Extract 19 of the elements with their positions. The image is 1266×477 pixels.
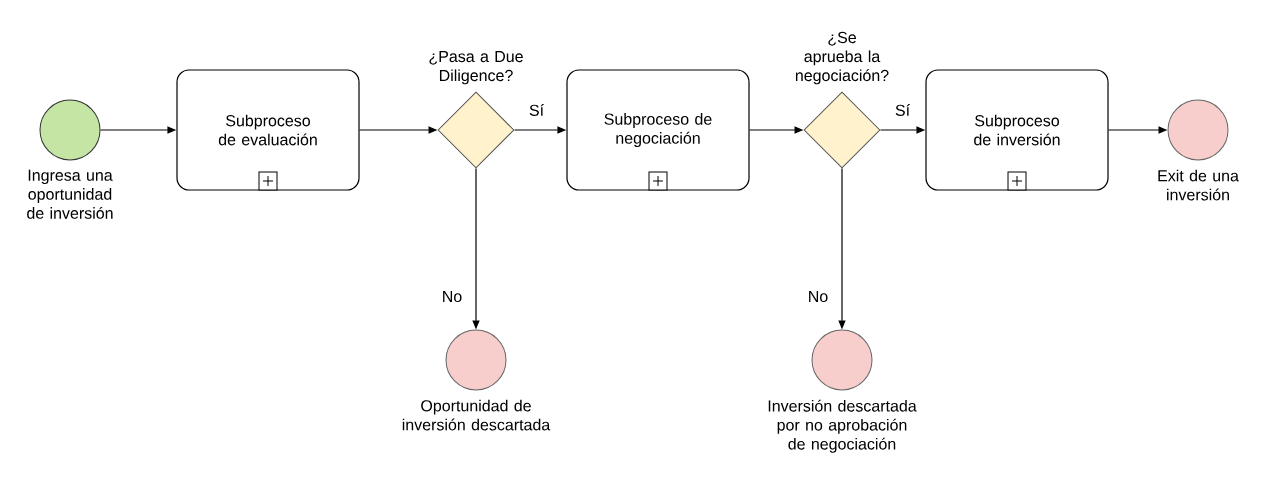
subprocess-box: Subproceso de inversión	[925, 69, 1109, 191]
decision-diamond	[803, 91, 881, 169]
node-caption: Inversión descartada por no aprobación de negociación	[768, 399, 917, 453]
end-event-circle	[1167, 99, 1229, 161]
end-event-circle	[445, 329, 507, 391]
node-caption: ¿Pasa a Due Diligence?	[429, 50, 523, 85]
subprocess-box: Subproceso de evaluación	[176, 69, 360, 191]
node-caption: Ingresa una oportunidad de inversión	[27, 169, 113, 219]
edge-label: No	[809, 290, 828, 303]
node-caption: ¿Se aprueba la negociación?	[795, 31, 889, 85]
node-caption: Exit de una inversión	[1158, 169, 1239, 201]
edge-label: No	[443, 290, 462, 303]
subprocess-box: Subproceso de negociación	[566, 69, 750, 191]
start-event-circle	[39, 99, 101, 161]
decision-diamond	[437, 91, 515, 169]
node-caption: Oportunidad de inversión descartada	[402, 399, 551, 431]
end-event-circle	[811, 329, 873, 391]
edge-label: Sí	[529, 104, 544, 116]
edge-label: Sí	[895, 104, 910, 116]
